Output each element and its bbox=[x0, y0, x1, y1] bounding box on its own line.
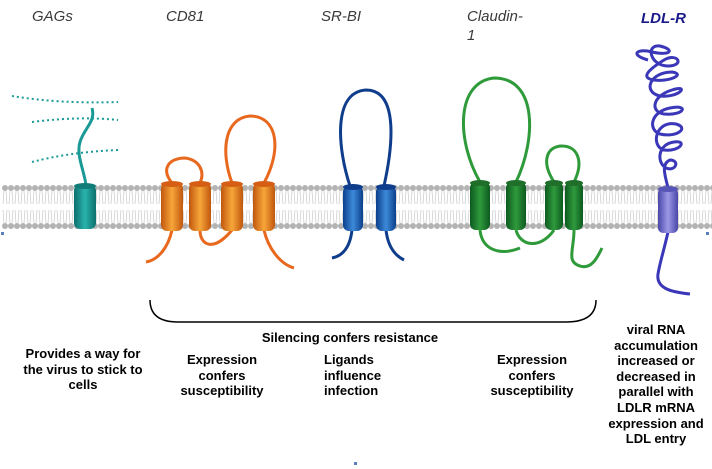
label-gags: GAGs bbox=[32, 8, 73, 25]
gags-protein bbox=[11, 95, 119, 229]
ldlr-protein bbox=[635, 44, 691, 296]
gags-description: Provides a way for the virus to stick to… bbox=[23, 346, 143, 393]
claudin-description: Expression confers susceptibility bbox=[490, 352, 574, 399]
claudin-protein bbox=[461, 76, 604, 269]
cd81-protein bbox=[145, 114, 295, 270]
label-srbi: SR-BI bbox=[321, 8, 362, 25]
srbi-description: Ligands influence infection bbox=[324, 352, 382, 399]
label-claudin-line1: Claudin- bbox=[467, 8, 523, 25]
resistance-bracket bbox=[149, 299, 597, 323]
cd81-description: Expression confers susceptibility bbox=[180, 352, 264, 399]
bracket-caption: Silencing confers resistance bbox=[261, 330, 439, 345]
srbi-protein bbox=[331, 88, 405, 262]
slide-marker bbox=[354, 462, 357, 465]
slide-marker bbox=[706, 232, 709, 235]
slide-marker bbox=[1, 232, 4, 235]
label-cd81: CD81 bbox=[166, 8, 205, 25]
ldlr-description: viral RNA accumulation increased or decr… bbox=[608, 322, 704, 447]
label-claudin-line2: 1 bbox=[467, 27, 476, 44]
label-ldlr: LDL-R bbox=[641, 10, 686, 27]
